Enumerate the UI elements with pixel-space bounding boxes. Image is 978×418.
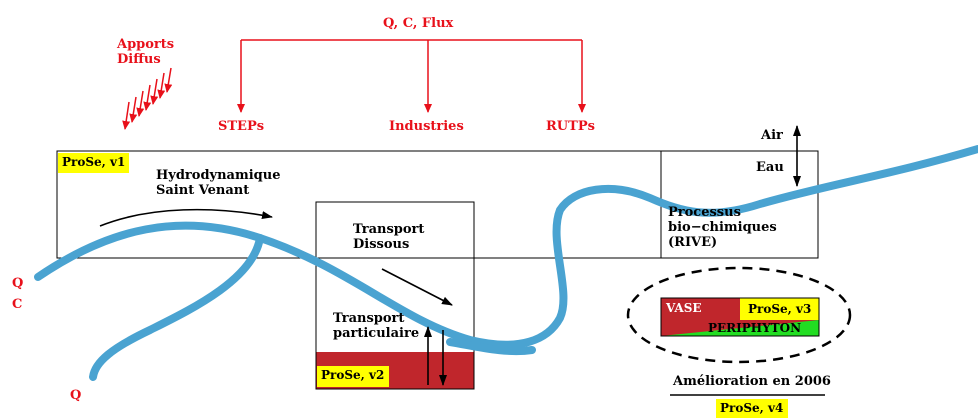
flow-arrows	[99, 208, 453, 306]
flux-arrows	[237, 39, 586, 113]
vase-label: VASE	[666, 301, 702, 315]
air-label: Air	[761, 128, 783, 143]
rutps-label: RUTPs	[546, 119, 595, 134]
vase-box-outline	[660, 297, 820, 337]
steps-label: STEPs	[218, 119, 265, 134]
prose-v1-badge: ProSe, v1	[58, 153, 129, 173]
transport-particulaire-label-1: Transport	[333, 311, 405, 326]
river	[34, 145, 978, 381]
flux-label: Q, C, Flux	[383, 16, 454, 31]
processus-label: Processus	[668, 205, 741, 220]
diffus-label: Diffus	[117, 52, 161, 67]
prose-v2-badge: ProSe, v2	[317, 366, 389, 387]
transport-dissous-label-2: Dissous	[353, 237, 410, 252]
rive-label: (RIVE)	[668, 235, 718, 250]
transport-particulaire-label-2: particulaire	[333, 326, 420, 341]
industries-label: Industries	[389, 119, 464, 134]
vase-periphyton-block	[661, 298, 819, 336]
amelioration-label: Amélioration en 2006	[673, 374, 831, 389]
q-tributary-label: Q	[70, 388, 82, 403]
apports-diffus-arrows	[122, 67, 173, 130]
eau-label: Eau	[756, 160, 784, 175]
transport-box	[315, 201, 475, 390]
v3-dashed-ellipse	[626, 266, 852, 364]
exchange-arrows	[424, 125, 801, 386]
periphyton-label: PERIPHYTON	[708, 321, 802, 335]
transport-dissous-label-1: Transport	[353, 222, 425, 237]
bio-chimiques-label: bio−chimiques	[668, 220, 777, 235]
hydrodynamique-label: Hydrodynamique	[156, 168, 281, 183]
prose-v3-badge: ProSe, v3	[748, 302, 812, 316]
q-inflow-label: Q	[12, 276, 24, 291]
apports-label: Apports	[117, 37, 175, 52]
saint-venant-label: Saint Venant	[156, 183, 250, 198]
prose-v4-badge: ProSe, v4	[716, 399, 788, 418]
c-inflow-label: C	[12, 297, 23, 312]
